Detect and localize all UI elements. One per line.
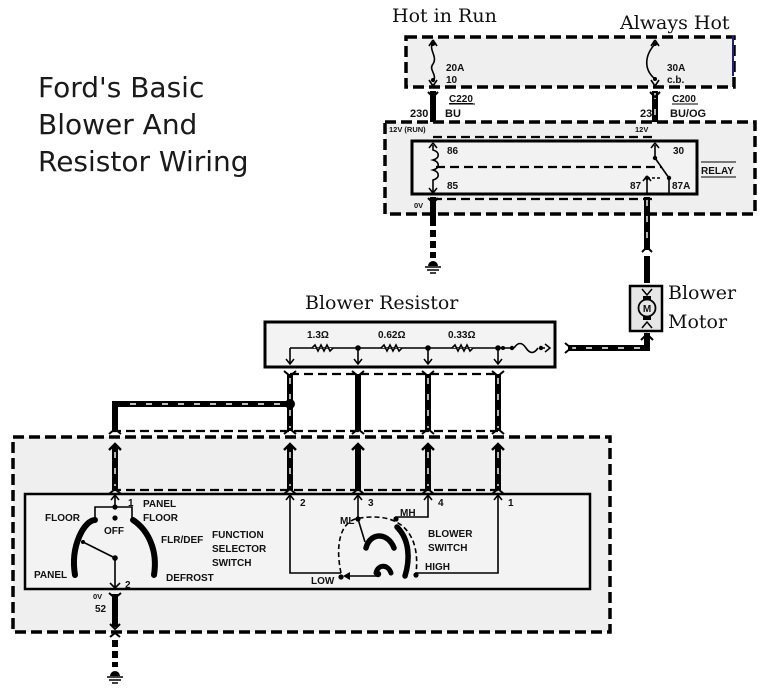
blower-switch-pin-4: 4	[438, 498, 444, 509]
relay-label: RELAY	[701, 166, 734, 177]
selector-position-defrost: DEFROST	[166, 573, 214, 584]
selector-name-line-1: FUNCTION	[212, 530, 264, 541]
selector-ground-circuit: 52	[95, 604, 107, 615]
circuit-230: 230	[410, 108, 428, 120]
ground-icon	[107, 671, 123, 684]
blower-motor: M	[628, 284, 664, 333]
selector-position-floor-right: FLOOR	[143, 513, 179, 524]
blower-switch-arc	[337, 516, 418, 574]
resistor-harness	[108, 370, 505, 435]
fuse-box-outline	[404, 35, 736, 89]
resistor-value-3: 0.33Ω	[448, 330, 475, 341]
blower-switch-contact-low	[373, 563, 394, 576]
selector-arc-left	[71, 517, 98, 578]
switch-panel	[23, 492, 592, 591]
blower-switch	[285, 493, 503, 580]
blower-switch-pin-3: 3	[368, 498, 374, 509]
blower-switch-contact-ml	[363, 533, 397, 551]
selector-arc-right	[130, 517, 158, 578]
thermal-fuse-icon	[513, 342, 539, 354]
wire-motor-to-resistor	[568, 333, 650, 351]
relay-coil-icon	[430, 145, 440, 192]
relay-module	[383, 120, 757, 216]
breaker-30a-rating: 30A	[667, 63, 685, 74]
fuse-20a	[428, 39, 438, 87]
connector-c200: C200	[672, 94, 696, 105]
circuit-breaker-30a	[645, 39, 660, 87]
selector-position-panel-top: PANEL	[143, 499, 176, 510]
connector-c220: C220	[449, 94, 473, 105]
relay-pin-86: 86	[447, 146, 459, 157]
fuse-20a-number: 10	[446, 75, 458, 86]
resistor-value-1: 1.3Ω	[307, 330, 329, 341]
breaker-30a-type: c.b.	[667, 75, 684, 86]
relay-switch-arm-icon	[654, 157, 670, 179]
always-hot-label: Always Hot	[619, 12, 730, 34]
blower-switch-name-line-1: BLOWER	[428, 529, 473, 540]
selector-name-line-2: SELECTOR	[212, 544, 267, 555]
hot-in-run-label: Hot in Run	[392, 5, 497, 27]
selector-ground-voltage: 0V	[93, 592, 102, 601]
selector-knob-pointer-icon	[82, 541, 116, 559]
wire-splice-to-selector	[112, 401, 290, 431]
selector-pin-2: 2	[125, 580, 131, 591]
resistor-3-icon	[451, 343, 474, 353]
circuit-23: 23	[640, 108, 652, 120]
blower-switch-pin-2: 2	[300, 498, 306, 509]
blower-switch-pin-1: 1	[508, 498, 514, 509]
blower-switch-position-ml: ML	[340, 516, 354, 527]
title-line-3: Resistor Wiring	[38, 145, 249, 178]
relay-pin-87: 87	[630, 181, 642, 192]
blower-resistor-label: Blower Resistor	[305, 292, 459, 314]
resistor-body	[263, 320, 557, 369]
wire-color-bu: BU	[445, 108, 461, 120]
selector-position-flr-def: FLR/DEF	[161, 535, 203, 546]
selector-ground	[107, 592, 123, 684]
title-line-1: Ford's Basic	[38, 71, 204, 104]
title-line-2: Blower And	[38, 108, 197, 141]
selector-position-panel: PANEL	[34, 570, 67, 581]
fuse-box: 20A 10 30A c.b.	[404, 35, 736, 89]
blower-motor-label-1: Blower	[668, 282, 737, 304]
relay-voltage-run: 12V (RUN)	[389, 125, 426, 134]
control-module-harness	[108, 442, 505, 495]
selector-position-off: OFF	[104, 526, 124, 537]
blower-motor-label-2: Motor	[668, 311, 728, 333]
blower-switch-position-high: HIGH	[425, 562, 450, 573]
selector-position-floor: FLOOR	[45, 513, 81, 524]
resistor-2-icon	[380, 343, 403, 353]
blower-switch-contact-mh	[394, 524, 411, 579]
selector-name-line-3: SWITCH	[212, 558, 251, 569]
resistor-value-2: 0.62Ω	[378, 330, 405, 341]
ground-icon	[425, 261, 441, 274]
relay-pin-85: 85	[447, 181, 459, 192]
relay-ground	[425, 197, 441, 274]
blower-resistor	[263, 320, 557, 369]
fuse-20a-rating: 20A	[446, 63, 464, 74]
motor-symbol: M	[643, 304, 651, 315]
relay-voltage-12v: 12V	[635, 125, 648, 134]
blower-switch-name-line-2: SWITCH	[428, 543, 467, 554]
diagram-title: Ford's Basic Blower And Resistor Wiring	[38, 71, 249, 178]
fuse-20a-symbol-icon	[430, 41, 436, 83]
blower-switch-position-mh: MH	[400, 508, 416, 519]
motor-icon	[637, 298, 657, 318]
blower-switch-position-low: LOW	[311, 576, 335, 587]
wire-color-bu-og: BU/OG	[670, 108, 706, 120]
selector-pin-1: 1	[128, 498, 134, 509]
resistor-1-icon	[311, 343, 334, 353]
relay-pin-87a: 87A	[672, 181, 690, 192]
relay-pin-30: 30	[673, 146, 685, 157]
function-selector-switch	[71, 493, 158, 590]
circuit-breaker-symbol-icon	[645, 43, 656, 80]
relay-ground-voltage: 0V	[414, 201, 423, 210]
